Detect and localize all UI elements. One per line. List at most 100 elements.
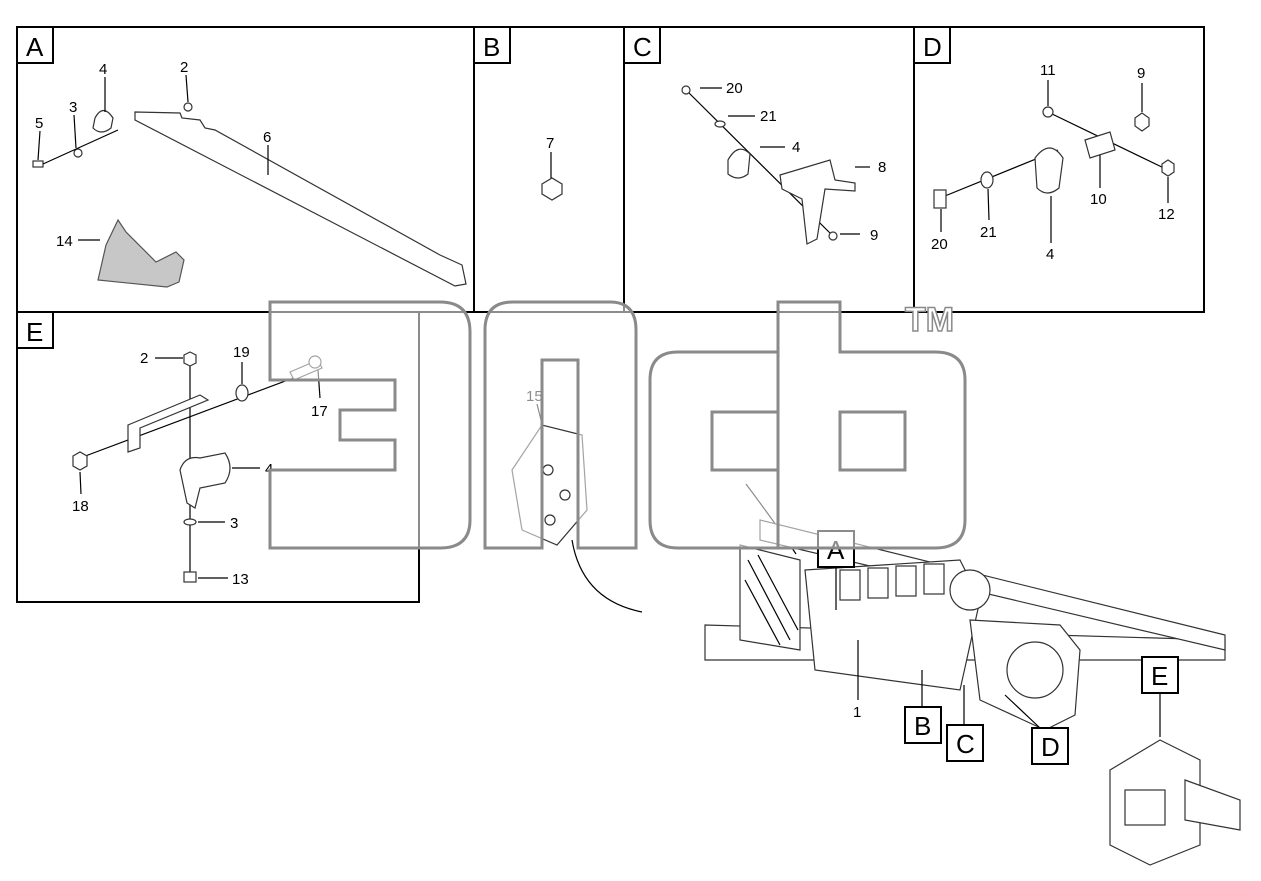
callout-a-14: 14 (56, 233, 73, 250)
callout-c-8: 8 (878, 159, 886, 176)
frame-crossmember (1184, 779, 1241, 831)
nut-part-18 (72, 451, 88, 471)
location-tag-e-label: E (1151, 661, 1168, 691)
callout-e-13: 13 (232, 571, 249, 588)
panel-a: A 4 2 3 5 6 14 (16, 26, 475, 313)
callout-a-5: 5 (35, 115, 43, 132)
callout-d-4: 4 (1046, 246, 1054, 263)
callout-c-4: 4 (792, 139, 800, 156)
washer-part-21 (714, 120, 726, 128)
leader-a-2 (185, 74, 189, 103)
bracket-part-6 (134, 111, 467, 287)
callout-c-20: 20 (726, 80, 743, 97)
harness-cable (571, 539, 643, 613)
callout-e-3: 3 (230, 515, 238, 532)
washer-part-3 (73, 148, 83, 158)
location-tag-c (946, 724, 984, 762)
callout-e-17: 17 (311, 403, 328, 420)
leader-d-21 (987, 188, 990, 221)
callout-a-3: 3 (69, 99, 77, 116)
radiator-fin (757, 554, 799, 631)
location-tag-d (1031, 727, 1069, 765)
washer-part-21 (980, 171, 994, 189)
leader-a-3 (73, 114, 77, 149)
callout-e-18: 18 (72, 498, 89, 515)
bolt-part-20 (933, 189, 947, 209)
callout-d-11: 11 (1040, 62, 1056, 79)
engine-cylinder (895, 565, 917, 597)
callout-b-7: 7 (546, 135, 554, 152)
watermark-glyph-b (776, 300, 967, 550)
radiator-fin (744, 579, 781, 646)
engine-cylinder (923, 563, 945, 595)
engine-cylinder (839, 569, 861, 601)
watermark-logo: TM (268, 300, 967, 550)
washer-part-19 (235, 384, 249, 402)
radiator (739, 544, 801, 651)
panel-e: E 2 19 17 4 3 13 18 (16, 311, 420, 603)
panel-c-label: C (633, 32, 652, 62)
plate-part-14 (97, 218, 185, 288)
clip-part-4 (179, 452, 231, 509)
bolt-part-13 (183, 571, 197, 583)
callout-d-20: 20 (931, 236, 948, 253)
location-tag-b (904, 706, 942, 744)
panel-b-frame (473, 26, 625, 313)
bracket-part (127, 394, 210, 453)
control-unit-bolt (559, 489, 571, 501)
panel-d: D 11 9 10 12 20 21 4 (913, 26, 1205, 313)
callout-d-10: 10 (1090, 191, 1107, 208)
transmission-housing (1006, 641, 1064, 699)
radiator-fin (747, 559, 791, 641)
leader-a-5 (37, 130, 41, 161)
callout-a-4: 4 (99, 61, 107, 78)
battery-cell (1124, 789, 1166, 826)
panel-d-label: D (923, 32, 942, 62)
main-assembly: 15 A B C D (511, 388, 1241, 866)
location-tag-c-label: C (956, 729, 975, 759)
panel-a-tag (16, 26, 54, 64)
nut-part-2 (183, 102, 193, 112)
assembly-axis-e2 (79, 367, 321, 459)
panel-b-tag (473, 26, 511, 64)
callout-1: 1 (853, 704, 861, 721)
nut-part-7 (541, 177, 563, 201)
leader-e-18 (79, 471, 82, 495)
callout-c-21: 21 (760, 108, 777, 125)
location-tag-e (1141, 656, 1179, 694)
bracket-part-8 (779, 159, 856, 245)
watermark-glyph-e (268, 300, 472, 550)
washer-part-3 (183, 518, 197, 526)
turbo-housing (949, 569, 991, 611)
engine-cylinder (867, 567, 889, 599)
panel-c-frame (623, 26, 915, 313)
nut-part-9 (1134, 112, 1150, 132)
callout-e-2: 2 (140, 350, 148, 367)
watermark-glyph-c (648, 350, 780, 550)
clip-part-4 (92, 109, 114, 133)
panel-e-label: E (26, 317, 43, 347)
panel-c-tag (623, 26, 661, 64)
clip-part-4 (727, 148, 751, 179)
nut-part-9 (828, 231, 838, 241)
callout-c-9: 9 (870, 227, 878, 244)
panel-d-frame (913, 26, 1205, 313)
panel-b: B 7 (473, 26, 625, 313)
panel-b-label: B (483, 32, 500, 62)
nut-part-2 (183, 351, 197, 367)
callout-e-19: 19 (233, 344, 250, 361)
callout-d-12: 12 (1158, 206, 1175, 223)
panel-c: C 20 21 4 8 9 (623, 26, 915, 313)
leader-tag-d (1004, 694, 1041, 729)
clip-part-4 (1034, 147, 1064, 194)
location-tag-d-label: D (1041, 732, 1060, 762)
control-unit-bolt (542, 464, 554, 476)
watermark-trademark: TM (905, 301, 954, 339)
bolt-part-11 (1042, 106, 1054, 118)
panel-a-label: A (26, 32, 44, 62)
panel-e-tag (16, 311, 54, 349)
nut-part-12 (1161, 159, 1175, 177)
callout-a-2: 2 (180, 59, 188, 76)
bolt-part-20 (681, 85, 691, 95)
